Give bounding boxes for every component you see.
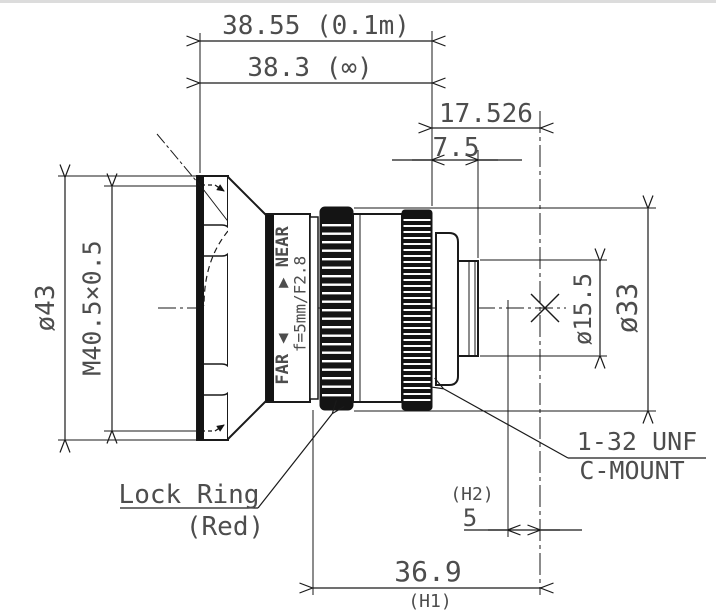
dimension-lines xyxy=(65,41,648,588)
dim-text-rear-thread-length: 7.5 xyxy=(433,133,480,163)
focus-ring-near-label: ▶ NEAR xyxy=(273,226,293,288)
dim-text-rear-diameter: ø15.5 xyxy=(569,273,597,345)
spacer-ring xyxy=(309,216,319,400)
focus-ring-far-label: FAR ◀ xyxy=(273,333,293,385)
dim-text-h2-label: (H2) xyxy=(450,484,493,505)
front-face-edge xyxy=(197,176,204,440)
focus-ring xyxy=(265,213,311,403)
focus-ring-edge xyxy=(266,215,274,401)
front-grip-band-bottom xyxy=(204,363,233,396)
dim-text-h1-value: 36.9 xyxy=(394,555,461,588)
drawing-svg: 38.55 (0.1m) 38.3 (∞) 17.526 7.5 ø43 M40… xyxy=(31,11,706,610)
front-barrel xyxy=(156,133,233,441)
front-grip-band-top xyxy=(204,224,233,257)
label-lock-ring-color: (Red) xyxy=(186,512,264,542)
dim-text-working-distance-near: 38.55 (0.1m) xyxy=(222,11,410,41)
dim-text-working-distance-infinity: 38.3 (∞) xyxy=(247,53,372,83)
lock-ring-leader xyxy=(120,414,332,509)
dim-text-flange-focal-distance: 17.526 xyxy=(439,99,533,129)
taper-cone xyxy=(227,176,267,440)
c-mount-thread-cylinder xyxy=(435,232,459,386)
extension-lines xyxy=(58,31,656,595)
focus-ring-spec-label: f=5mm/F2.8 xyxy=(291,256,310,352)
chamfer-edge xyxy=(202,188,231,225)
lock-ring xyxy=(319,206,354,411)
dim-text-front-diameter: ø43 xyxy=(31,285,61,332)
label-mount-type: C-MOUNT xyxy=(579,456,684,485)
rear-element-cylinder xyxy=(457,260,479,357)
label-mount-thread: 1-32 UNF xyxy=(577,427,697,456)
dim-text-h2-value: 5 xyxy=(463,504,477,532)
dim-text-h1-label: (H1) xyxy=(408,591,451,610)
main-barrel xyxy=(352,213,403,403)
chamfer-centerline xyxy=(156,133,204,190)
mount-ring-knurl xyxy=(403,216,431,404)
knurled-mount-ring xyxy=(401,209,433,411)
thread-direction-arrow-bottom xyxy=(201,424,225,432)
lock-ring-knurl xyxy=(322,220,351,397)
hidden-thread-arc xyxy=(203,230,229,307)
dim-text-body-diameter: ø33 xyxy=(611,283,644,334)
label-lock-ring: Lock Ring xyxy=(119,480,260,510)
thread-direction-arrow-top xyxy=(201,184,225,192)
dim-text-filter-thread: M40.5×0.5 xyxy=(78,240,107,375)
image-plane-x-cross xyxy=(530,293,560,323)
c-mount-leader xyxy=(444,389,706,459)
